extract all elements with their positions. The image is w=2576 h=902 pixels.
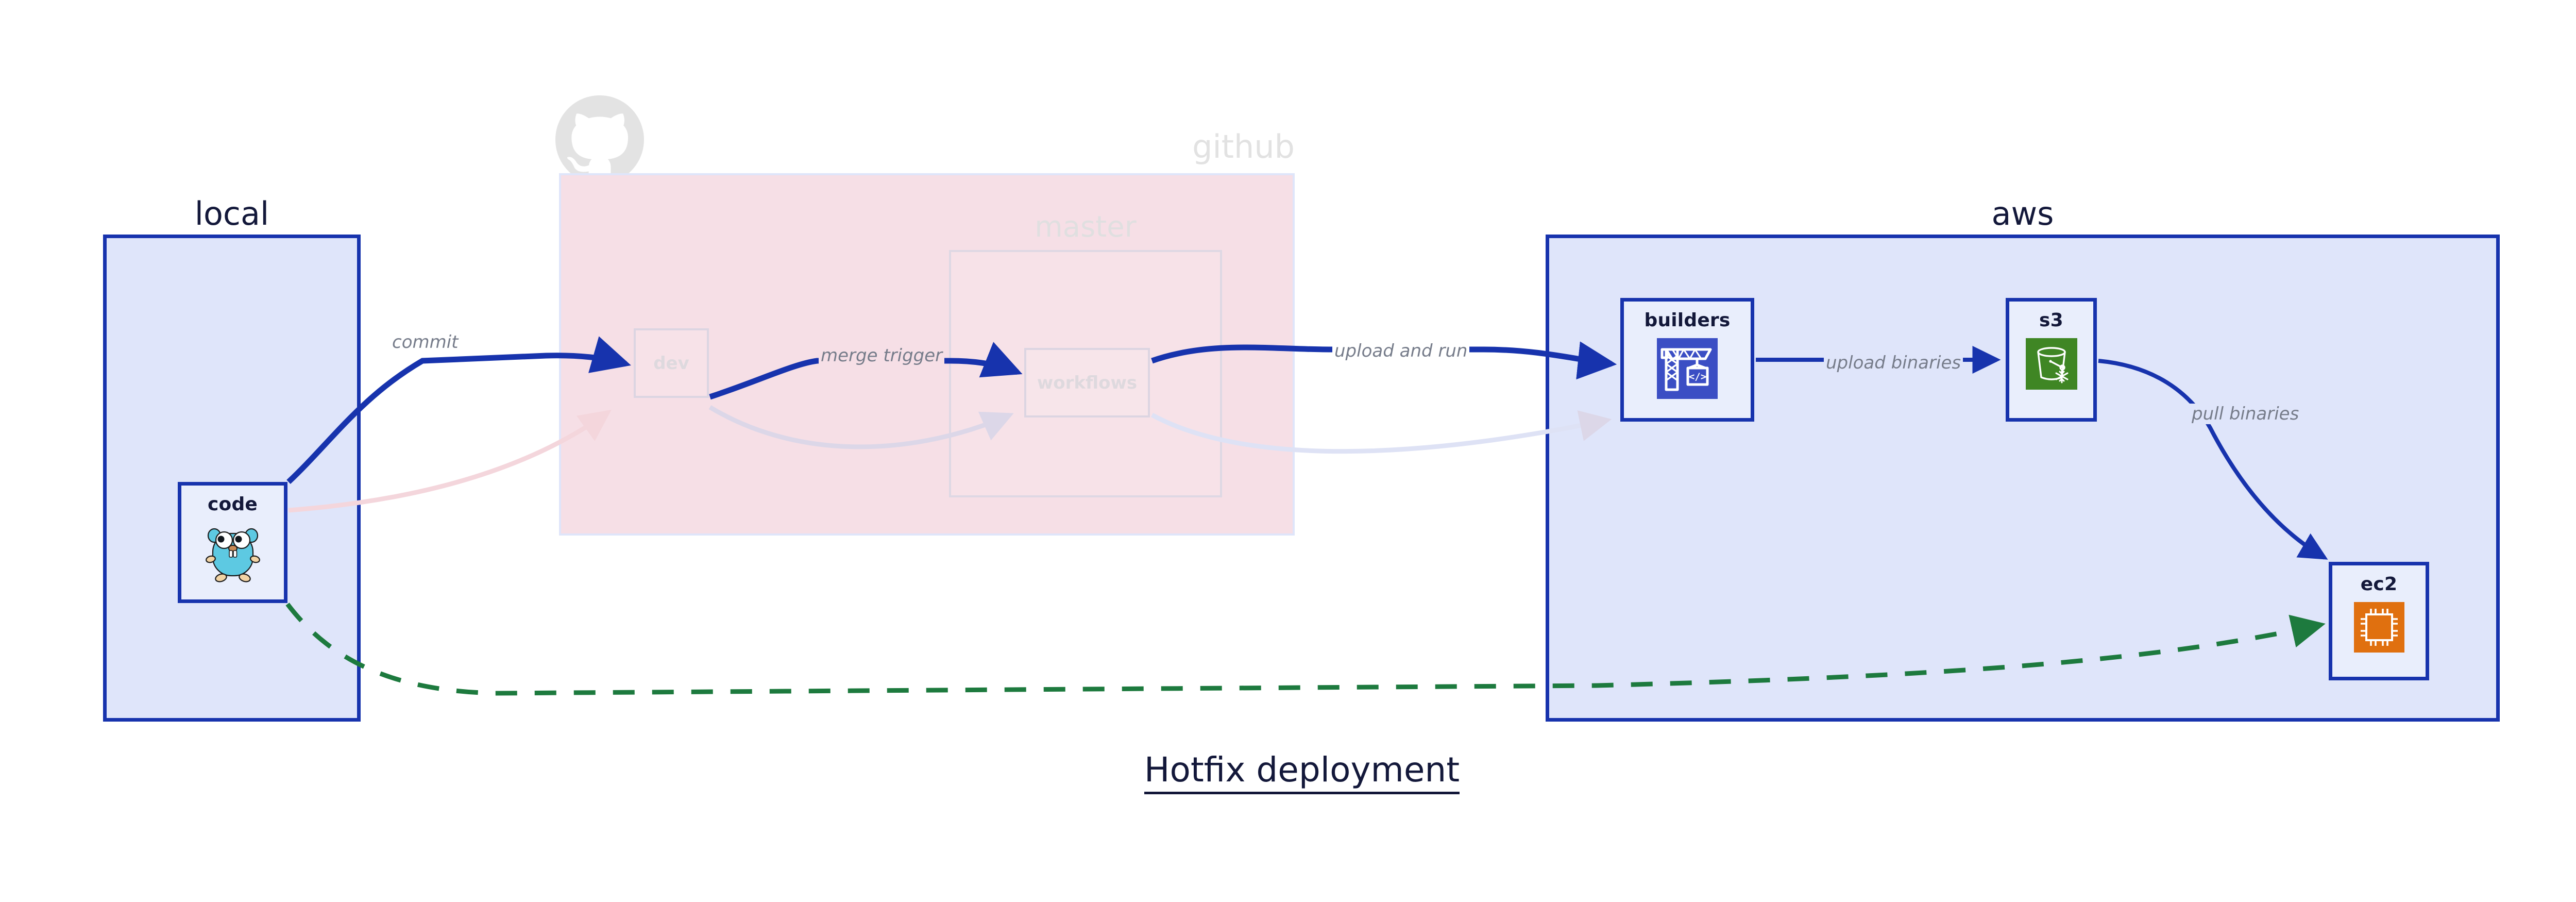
node-builders-label: builders [1644, 310, 1731, 331]
node-s3[interactable]: s3 [2006, 298, 2097, 422]
edge-label-upload-binaries: upload binaries [1824, 353, 1963, 373]
node-dev[interactable]: dev [634, 328, 709, 398]
node-ec2-label: ec2 [2360, 574, 2398, 595]
node-dev-label: dev [653, 353, 689, 374]
diagram-title: Hotfix deployment [0, 750, 2576, 794]
bucket-icon [2025, 338, 2077, 392]
chip-icon [2353, 602, 2404, 655]
edge-label-upload-and-run: upload and run [1332, 341, 1470, 361]
group-label-github: github [1192, 128, 1295, 165]
node-code[interactable]: code [178, 482, 287, 603]
group-label-local: local [194, 195, 269, 232]
crane-icon: </> [1657, 338, 1718, 401]
group-label-aws: aws [1991, 195, 2054, 232]
node-s3-label: s3 [2039, 310, 2063, 331]
diagram-title-text: Hotfix deployment [1144, 750, 1460, 794]
group-local[interactable] [103, 235, 361, 722]
group-label-master: master [1035, 210, 1137, 244]
github-octocat-icon [555, 95, 644, 184]
edge-label-pull-binaries: pull binaries [2190, 404, 2301, 424]
node-workflows-label: workflows [1037, 372, 1138, 393]
node-builders[interactable]: builders < [1620, 298, 1754, 422]
edge-label-merge-trigger: merge trigger [819, 345, 945, 366]
gopher-icon [202, 522, 263, 588]
node-ec2[interactable]: ec2 [2329, 562, 2429, 680]
edge-label-commit: commit [390, 332, 461, 353]
node-workflows[interactable]: workflows [1024, 348, 1150, 417]
node-code-label: code [207, 494, 258, 515]
svg-text:</>: </> [1689, 371, 1706, 382]
